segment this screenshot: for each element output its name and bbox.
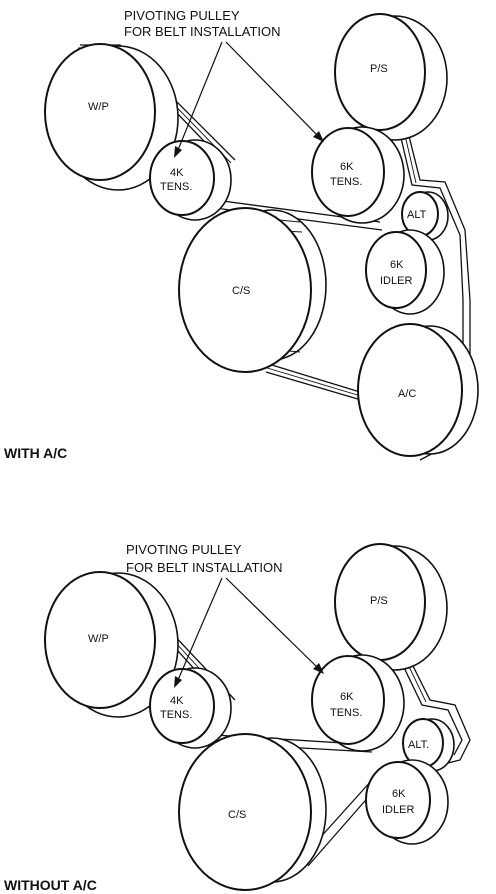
caption-without-ac: WITHOUT A/C bbox=[4, 877, 97, 893]
idler-6k-label-line1-no-ac: 6K bbox=[392, 788, 406, 800]
idler-6k-pulley-no-ac: 6K IDLER bbox=[365, 759, 449, 845]
crankshaft-label-no-ac: C/S bbox=[228, 809, 246, 821]
water-pump-label-no-ac: W/P bbox=[88, 633, 109, 645]
ac-compressor-pulley: A/C bbox=[357, 323, 479, 457]
alternator-label: ALT bbox=[407, 209, 427, 221]
crankshaft-label: C/S bbox=[232, 285, 250, 297]
power-steering-pulley-no-ac: P/S bbox=[334, 543, 448, 671]
pivoting-pulley-callout-no-ac: PIVOTING PULLEY FOR BELT INSTALLATION bbox=[126, 542, 324, 688]
tensioner-4k-label-line2-no-ac: TENS. bbox=[160, 709, 192, 721]
callout-line1: PIVOTING PULLEY bbox=[124, 8, 240, 23]
water-pump-label: W/P bbox=[88, 101, 109, 113]
tensioner-6k-pulley: 6K TENS. bbox=[311, 126, 405, 224]
diagram-with-ac: W/P 4K TENS. P/S 6K TENS. ALT bbox=[4, 8, 479, 461]
water-pump-pulley-no-ac: W/P bbox=[44, 571, 179, 718]
idler-6k-pulley: 6K IDLER bbox=[365, 229, 445, 315]
diagram-without-ac: W/P 4K TENS. P/S 6K TENS. ALT. C/ bbox=[4, 542, 471, 893]
alternator-pulley: ALT bbox=[401, 191, 449, 241]
tensioner-6k-label-line1-no-ac: 6K bbox=[340, 691, 354, 703]
power-steering-label-no-ac: P/S bbox=[370, 595, 388, 607]
callout-line1-no-ac: PIVOTING PULLEY bbox=[126, 542, 242, 557]
tensioner-4k-label-line1-no-ac: 4K bbox=[170, 695, 184, 707]
callout-line2-no-ac: FOR BELT INSTALLATION bbox=[126, 560, 283, 575]
crankshaft-pulley-no-ac: C/S bbox=[178, 733, 327, 891]
tensioner-6k-label-line1: 6K bbox=[340, 161, 354, 173]
caption-with-ac: WITH A/C bbox=[4, 445, 67, 461]
tensioner-6k-pulley-no-ac: 6K TENS. bbox=[311, 654, 405, 752]
alternator-pulley-no-ac: ALT. bbox=[402, 718, 455, 772]
power-steering-label: P/S bbox=[370, 63, 388, 75]
crankshaft-pulley: C/S bbox=[178, 207, 327, 373]
tensioner-4k-pulley-no-ac: 4K TENS. bbox=[149, 667, 232, 749]
water-pump-pulley: W/P bbox=[44, 43, 179, 191]
power-steering-pulley: P/S bbox=[334, 13, 448, 141]
callout-line2: FOR BELT INSTALLATION bbox=[124, 24, 281, 39]
pivoting-pulley-callout: PIVOTING PULLEY FOR BELT INSTALLATION bbox=[124, 8, 324, 158]
ac-compressor-label: A/C bbox=[398, 388, 416, 400]
alternator-label-no-ac: ALT. bbox=[408, 739, 429, 751]
tensioner-4k-label-line2: TENS. bbox=[160, 181, 192, 193]
idler-6k-label-line2-no-ac: IDLER bbox=[382, 804, 414, 816]
idler-6k-label-line2: IDLER bbox=[380, 275, 412, 287]
tensioner-4k-label-line1: 4K bbox=[170, 167, 184, 179]
tensioner-4k-pulley: 4K TENS. bbox=[149, 139, 232, 221]
idler-6k-label-line1: 6K bbox=[390, 259, 404, 271]
tensioner-6k-label-line2-no-ac: TENS. bbox=[330, 707, 362, 719]
tensioner-6k-label-line2: TENS. bbox=[330, 176, 362, 188]
